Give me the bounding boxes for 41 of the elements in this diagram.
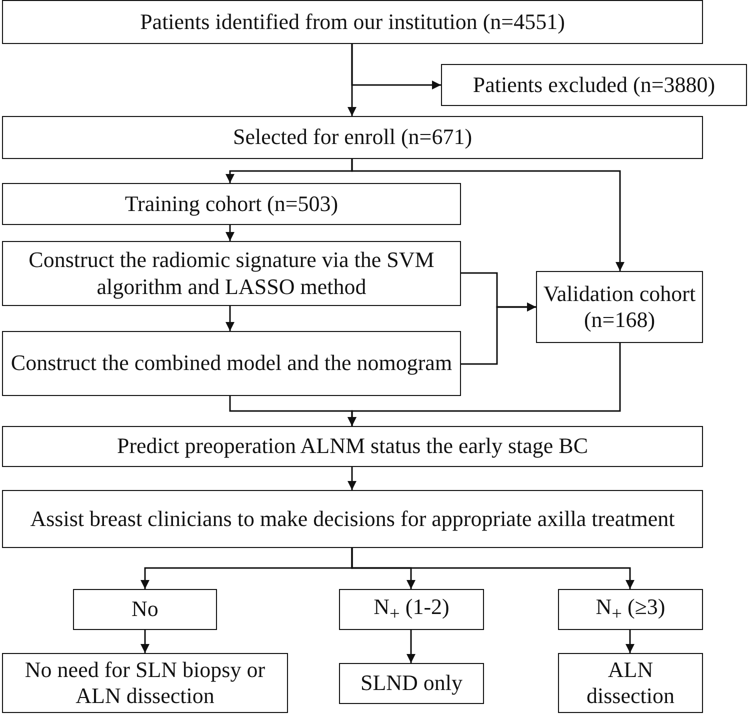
box-text: N$_{+}$ (1-2) [374, 594, 450, 626]
arrow [348, 343, 621, 426]
arrow [461, 302, 536, 365]
process-box [441, 64, 747, 106]
process-box [536, 271, 703, 343]
process-box [2, 241, 461, 306]
process-box [339, 589, 484, 630]
process-box [2, 653, 288, 713]
process-box [2, 331, 461, 396]
arrow [351, 548, 634, 589]
process-box [2, 426, 703, 467]
box-text: Assist breast clinicians to make decisions for appropriate axilla treatment [30, 506, 675, 532]
process-box [2, 490, 703, 548]
box-text: Construct the combined model and the nomogram [10, 350, 452, 377]
process-box [73, 589, 217, 630]
arrow [626, 630, 634, 653]
box-text: SLND only [360, 670, 463, 697]
arrow [226, 225, 234, 241]
box-text: No [132, 596, 158, 623]
arrow [140, 630, 150, 653]
process-box [558, 653, 703, 713]
box-text: Patients identified from our institution (n=4551) [140, 8, 565, 36]
arrow [226, 306, 234, 331]
box-text: Selected for enroll (n=671) [232, 124, 472, 151]
arrow [348, 44, 356, 116]
arrow [406, 630, 416, 663]
box-text: N$_{+}$ (≥3) [596, 594, 666, 626]
arrow [348, 467, 356, 490]
arrow [351, 159, 624, 271]
process-box [558, 589, 703, 630]
box-text: Training cohort (n=503) [124, 190, 338, 218]
process-box [2, 183, 461, 225]
box-text: Validation cohort (n=168) [543, 280, 696, 334]
box-text: Patients excluded (n=3880) [472, 72, 716, 98]
box-text: No need for SLN biopsy or ALN dissection [24, 656, 266, 710]
process-box [339, 663, 484, 704]
box-text: Predict preoperation ALNM status the early stage BC [116, 433, 588, 460]
process-box [2, 0, 703, 44]
box-text: ALN dissection [586, 656, 676, 710]
box-text: Construct the radiomic signature via the SVM algorithm and LASSO method [28, 247, 436, 300]
process-box [2, 116, 703, 159]
